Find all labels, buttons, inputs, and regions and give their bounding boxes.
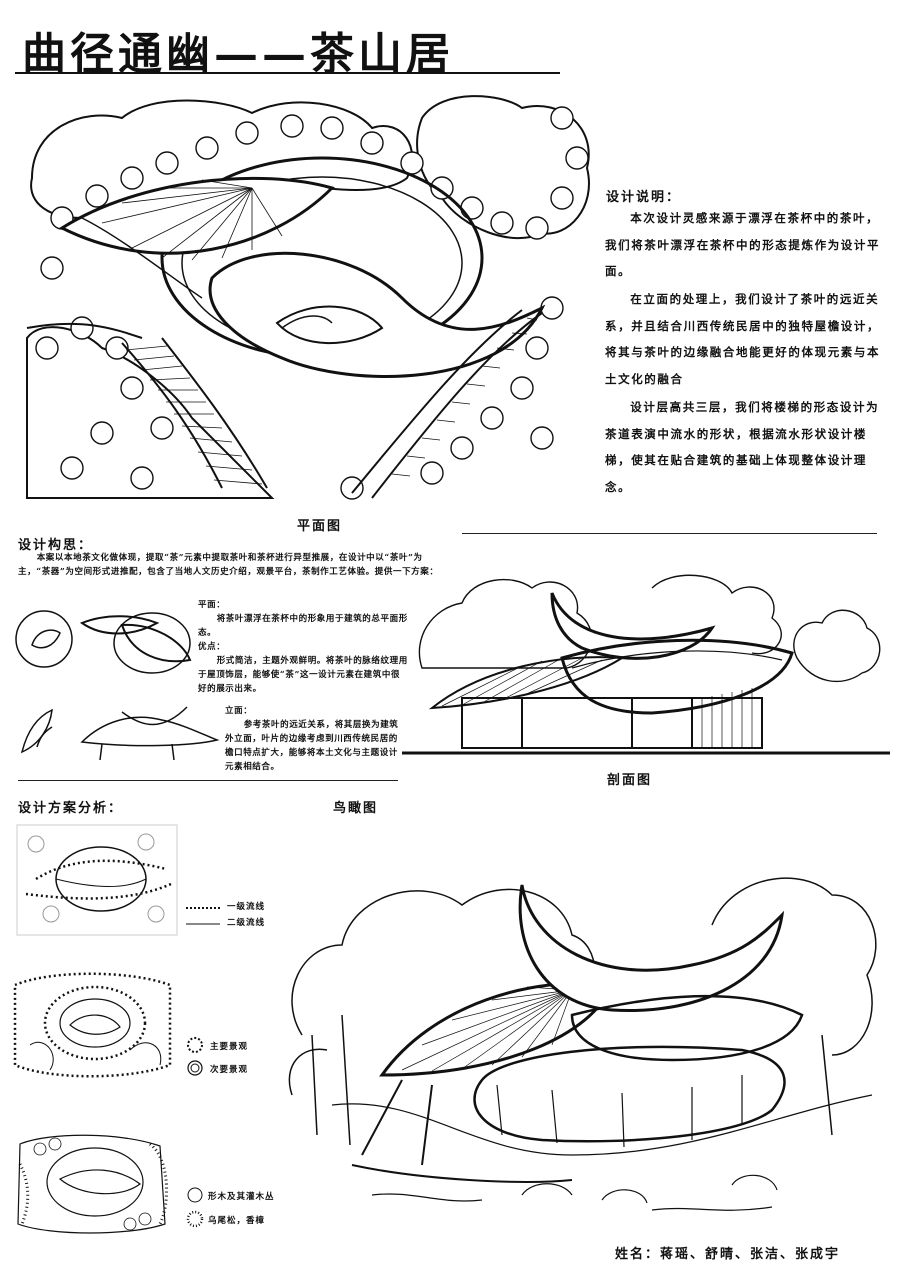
design-notes-paragraph-1: 本次设计灵感来源于漂浮在茶杯中的茶叶，我们将茶叶漂浮在茶杯中的形态提炼作为设计平… bbox=[605, 211, 881, 279]
design-notes-paragraph-3: 设计层高共三层，我们将楼梯的形态设计为茶道表演中流水的形状，根据流水形状设计楼梯… bbox=[605, 400, 880, 494]
aerial-drawing bbox=[288, 877, 877, 1211]
concept-heading: 设计构思： bbox=[18, 538, 94, 553]
legend-primary-flow: 一级流线 bbox=[227, 902, 266, 912]
legend-primary-landscape: 主要景观 bbox=[210, 1042, 249, 1052]
legend-circle-dotted bbox=[187, 1037, 203, 1053]
analysis-heading: 设计方案分析： bbox=[18, 801, 124, 816]
concept-plan-text: 将茶叶漂浮在茶杯中的形象用于建筑的总平面形态。 bbox=[198, 614, 408, 638]
plan-divider bbox=[462, 533, 877, 534]
concept-advantage-title: 优点： bbox=[198, 642, 226, 652]
section-label: 剖面图 bbox=[607, 773, 653, 788]
legend-line-dotted bbox=[186, 907, 220, 909]
title-underline bbox=[15, 72, 560, 74]
legend-shrubs: 形木及其灌木丛 bbox=[208, 1192, 275, 1202]
analysis-diagram-vegetation bbox=[17, 1134, 169, 1234]
legend-secondary-flow: 二级流线 bbox=[227, 918, 266, 928]
concept-divider bbox=[18, 780, 398, 781]
legend-pine-camphor: 乌尾松，香樟 bbox=[208, 1216, 266, 1226]
authors: 姓名：蒋瑶、舒晴、张洁、张成宇 bbox=[615, 1247, 841, 1262]
analysis-diagram-circulation bbox=[16, 824, 178, 936]
concept-sketch-plan bbox=[15, 610, 192, 674]
plan-drawing bbox=[26, 95, 590, 500]
poster-title: 曲径通幽——茶山居 bbox=[22, 29, 454, 80]
aerial-label: 鸟瞰图 bbox=[333, 801, 379, 816]
section-drawing bbox=[402, 574, 890, 755]
concept-elevation-title: 立面： bbox=[225, 706, 253, 716]
legend-line-solid bbox=[186, 923, 220, 925]
concept-sketch-elevation bbox=[20, 706, 220, 761]
design-notes-paragraph-2: 在立面的处理上，我们设计了茶叶的远近关系，并且结合川西传统民居中的独特屋檐设计，… bbox=[605, 292, 881, 386]
legend-tree-symbol bbox=[187, 1187, 203, 1203]
concept-elevation-text: 参考茶叶的远近关系，将其层换为建筑外立面，叶片的边缘考虑到川西传统民居的檐口特点… bbox=[225, 720, 399, 772]
concept-advantage-text: 形式简洁，主题外观鲜明。将茶叶的脉络纹理用于屋顶饰层，能够使“茶”这一设计元素在… bbox=[198, 656, 408, 694]
legend-pine-symbol bbox=[186, 1210, 204, 1228]
legend-secondary-landscape: 次要景观 bbox=[210, 1065, 249, 1075]
design-notes-heading: 设计说明： bbox=[606, 190, 682, 205]
analysis-diagram-landscape bbox=[13, 972, 172, 1078]
legend-circle-solid bbox=[187, 1060, 203, 1076]
concept-plan-title: 平面： bbox=[198, 600, 226, 610]
concept-intro: 本案以本地茶文化做体现，提取“茶”元素中提取茶叶和茶杯进行异型推展，在设计中以“… bbox=[18, 553, 439, 577]
plan-label: 平面图 bbox=[297, 519, 343, 534]
